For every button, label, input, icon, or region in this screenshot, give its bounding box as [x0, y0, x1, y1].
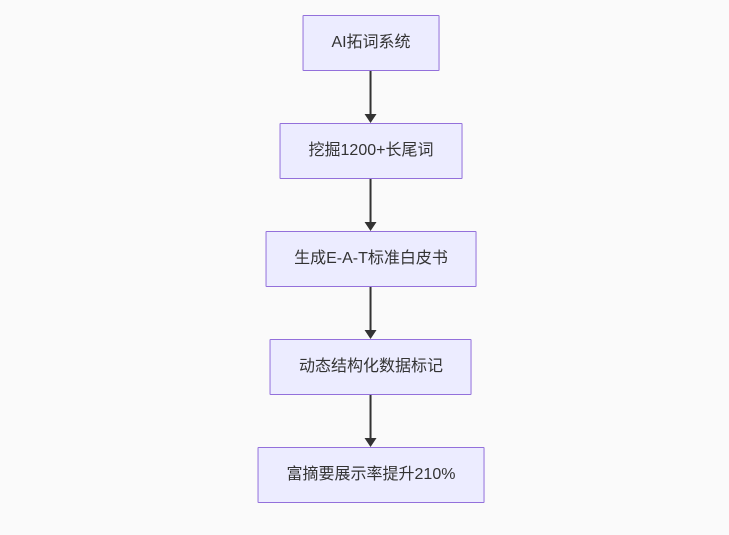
arrow-line: [370, 395, 372, 439]
flow-node-label: 富摘要展示率提升210%: [286, 466, 456, 483]
flow-node-label: 动态结构化数据标记: [298, 358, 443, 375]
arrowhead-down-icon: [365, 222, 377, 231]
flow-node-step-5: 富摘要展示率提升210%: [257, 447, 485, 503]
flow-node-step-4: 动态结构化数据标记: [269, 339, 472, 395]
arrowhead-down-icon: [365, 114, 377, 123]
flow-node-step-1: AI拓词系统: [302, 15, 440, 71]
arrow-line: [370, 71, 372, 115]
arrow-connector-2: [364, 179, 378, 231]
flow-node-step-2: 挖掘1200+长尾词: [279, 123, 463, 179]
flow-node-label: 挖掘1200+长尾词: [308, 142, 434, 159]
flow-node-step-3: 生成E-A-T标准白皮书: [265, 231, 477, 287]
arrow-line: [370, 179, 372, 223]
arrow-line: [370, 287, 372, 331]
flowchart: AI拓词系统 挖掘1200+长尾词 生成E-A-T标准白皮书 动态结构化数据标记…: [257, 15, 485, 503]
arrowhead-down-icon: [365, 330, 377, 339]
arrowhead-down-icon: [365, 438, 377, 447]
arrow-connector-1: [364, 71, 378, 123]
flow-node-label: AI拓词系统: [331, 34, 411, 51]
arrow-connector-4: [364, 395, 378, 447]
flow-node-label: 生成E-A-T标准白皮书: [294, 250, 448, 267]
arrow-connector-3: [364, 287, 378, 339]
